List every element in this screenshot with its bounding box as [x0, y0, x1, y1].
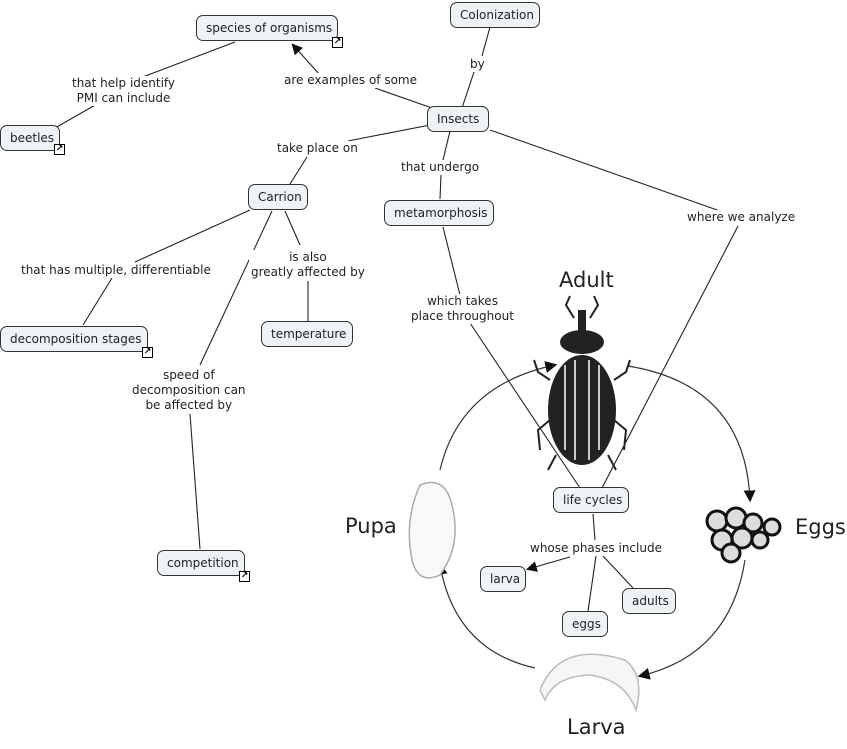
link-label-line: be affected by — [145, 398, 233, 412]
concept-adults[interactable]: adults — [622, 588, 676, 614]
concept-competition[interactable]: competition — [157, 550, 245, 576]
link-label-also-affected: is also greatly affected by — [249, 250, 367, 280]
concept-metamorphosis[interactable]: metamorphosis — [384, 200, 494, 226]
link-label-where-we-analyze: where we analyze — [685, 210, 798, 225]
stage-label-eggs: Eggs — [795, 515, 846, 539]
concept-temperature[interactable]: temperature — [261, 321, 353, 347]
eggs-icon — [705, 506, 782, 564]
adult-beetle-icon — [533, 295, 631, 471]
link-label-examples-of: are examples of some — [282, 73, 419, 88]
resource-link-icon[interactable]: ↗ — [239, 571, 250, 582]
stage-label-pupa: Pupa — [345, 514, 397, 538]
concept-life-cycles[interactable]: life cycles — [553, 487, 629, 513]
link-label-take-place-on: take place on — [275, 141, 360, 156]
concept-eggs[interactable]: eggs — [562, 611, 608, 637]
link-label-line: which takes — [426, 294, 498, 308]
link-label-line: decomposition can — [132, 383, 246, 397]
link-label-line: place throughout — [411, 309, 514, 323]
concept-decomposition-stages[interactable]: decomposition stages — [0, 326, 148, 352]
link-label-line: speed of — [162, 368, 215, 382]
link-label-line: is also — [289, 250, 327, 264]
concept-carrion[interactable]: Carrion — [248, 184, 308, 210]
stage-label-adult: Adult — [559, 268, 614, 292]
link-label-which-takes-place: which takes place throughout — [409, 294, 516, 324]
concept-species-of-organisms[interactable]: species of organisms — [196, 15, 338, 41]
resource-link-icon[interactable]: ↗ — [142, 347, 153, 358]
concept-larva[interactable]: larva — [480, 566, 526, 592]
link-label-that-undergo: that undergo — [399, 160, 482, 175]
cycle-arrow-larva-to-pupa — [435, 562, 536, 669]
resource-link-icon[interactable]: ↗ — [332, 37, 343, 48]
link-label-line: greatly affected by — [251, 265, 365, 279]
link-label-multiple-differentiable: that has multiple, differentiable — [19, 263, 213, 278]
stage-label-larva: Larva — [567, 715, 626, 739]
pupa-icon — [408, 481, 456, 579]
link-label-line: that help identify — [72, 76, 176, 90]
link-label-help-identify: that help identify PMI can include — [70, 76, 178, 106]
cycle-arrow-adult-to-eggs — [627, 365, 756, 503]
link-label-phases-include: whose phases include — [528, 541, 664, 556]
larva-icon — [539, 653, 640, 713]
link-label-by: by — [468, 57, 487, 72]
link-label-speed-of-decomposition: speed of decomposition can be affected b… — [130, 368, 248, 413]
concept-beetles[interactable]: beetles — [0, 125, 60, 151]
concept-colonization[interactable]: Colonization — [450, 2, 540, 28]
life-cycle-illustration — [408, 295, 782, 713]
cycle-arrow-eggs-to-larva — [637, 559, 746, 680]
concept-links — [54, 26, 739, 612]
resource-link-icon[interactable]: ↗ — [54, 144, 65, 155]
link-label-line: PMI can include — [76, 91, 171, 105]
cycle-arrow-pupa-to-adult — [439, 361, 558, 471]
concept-insects[interactable]: Insects — [427, 106, 489, 132]
